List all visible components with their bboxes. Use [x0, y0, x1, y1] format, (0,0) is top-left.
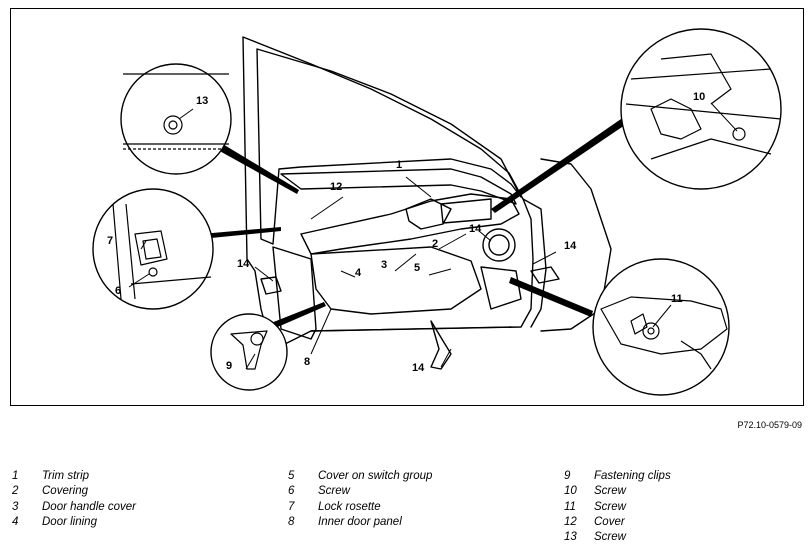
callout-11: 11 [671, 293, 683, 305]
leader-10 [491, 119, 625, 213]
detail-circle-11 [592, 258, 730, 396]
switch-group [440, 198, 492, 224]
callout-3: 3 [381, 259, 388, 271]
callout-6: 6 [115, 285, 122, 297]
callout-13: 13 [196, 95, 209, 107]
callout-14-c: 14 [564, 240, 577, 252]
leader-11 [509, 277, 593, 317]
callout-14-b: 14 [469, 223, 482, 235]
callout-8: 8 [304, 356, 311, 368]
callout-5: 5 [414, 262, 421, 274]
detail-circle-13 [120, 63, 232, 175]
leader-13 [216, 143, 299, 194]
callout-10: 10 [693, 91, 706, 103]
leader-7 [201, 227, 281, 239]
callout-12: 12 [330, 181, 343, 193]
door-diagram: 1 2 3 4 5 6 7 8 9 10 11 12 13 14 14 14 1… [10, 8, 804, 406]
detail-circle-7 [92, 188, 214, 310]
window-frame [242, 36, 534, 348]
body-pillar [522, 198, 547, 328]
callout-1: 1 [396, 159, 403, 171]
callout-4: 4 [355, 267, 362, 279]
callout-7: 7 [107, 235, 114, 247]
callout-14-a: 14 [237, 258, 250, 270]
trim-strip [280, 168, 517, 205]
callout-2: 2 [432, 238, 439, 250]
covering-panel [300, 193, 520, 255]
callout-14-d: 14 [412, 362, 425, 374]
leader-9 [271, 302, 326, 329]
detail-circle-9 [210, 313, 288, 391]
door-handle-recess [405, 198, 452, 230]
door-drawing [92, 28, 782, 396]
speaker-grille [482, 228, 516, 262]
inner-door-panel [272, 246, 317, 340]
detail-circle-10 [620, 28, 782, 190]
figure-code: P72.10-0579-09 [737, 420, 802, 430]
door-lining [310, 246, 482, 315]
callout-9: 9 [226, 360, 233, 372]
